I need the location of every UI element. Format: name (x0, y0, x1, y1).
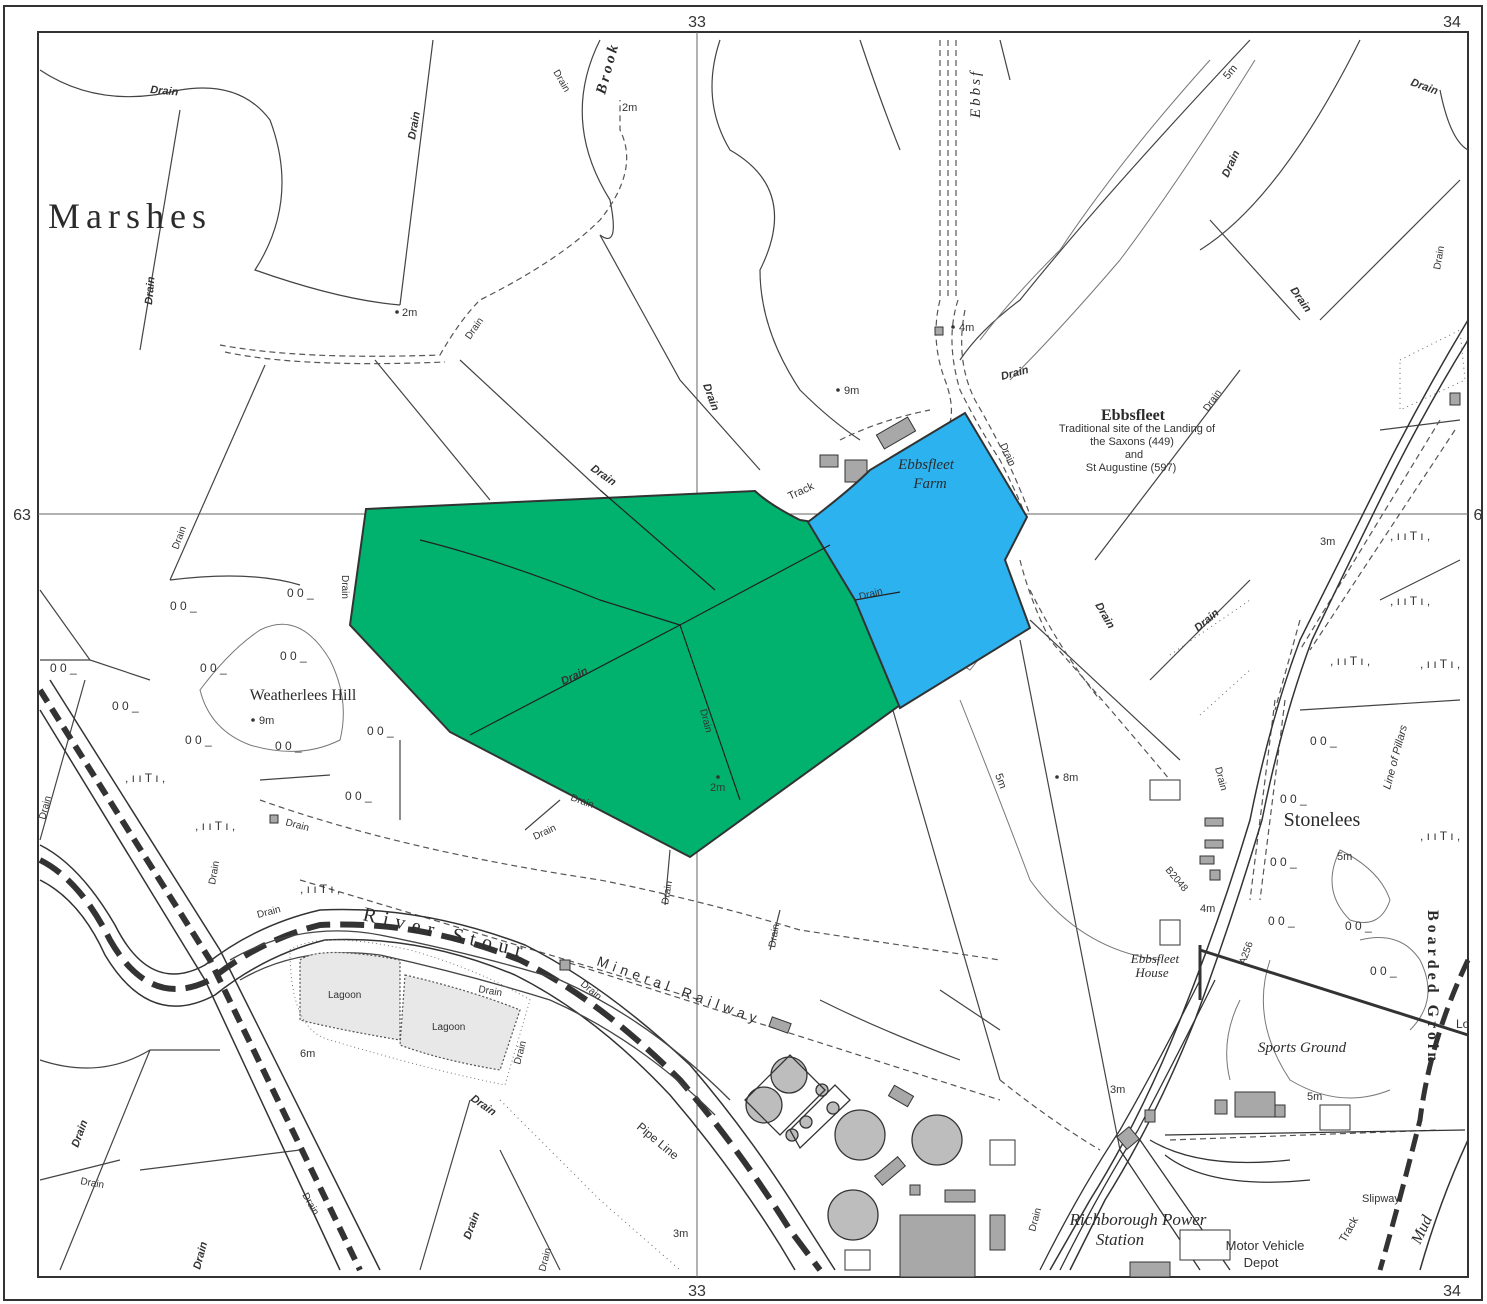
grid-label-bottom-34: 34 (1443, 1283, 1461, 1300)
svg-text:0 0 _: 0 0 _ (112, 699, 139, 713)
drain-label-28: Drain (660, 880, 675, 905)
label-ebbsfleet-note-4: St Augustine (597) (1086, 462, 1177, 474)
lagoons (289, 939, 531, 1086)
svg-text:, ı ı T ı ,: , ı ı T ı , (1390, 594, 1430, 608)
grid-label-left-63: 63 (13, 507, 31, 524)
label-slipway: Slipway (1362, 1193, 1400, 1205)
svg-text:0 0 _: 0 0 _ (200, 661, 227, 675)
height-5m-d: 5m (1307, 1091, 1322, 1103)
drain-label-26: Drain (207, 860, 222, 885)
svg-text:, ı ı T ı ,: , ı ı T ı , (125, 771, 165, 785)
height-9m-a: 9m (844, 385, 859, 397)
svg-text:, ı ı T ı ,: , ı ı T ı , (1420, 657, 1460, 671)
height-2m-b: 2m (622, 102, 637, 114)
label-motor-depot-1: Motor Vehicle (1226, 1238, 1305, 1253)
label-richborough-1: Richborough Power (1069, 1210, 1207, 1229)
height-6m: 6m (300, 1048, 315, 1060)
drain-label-36: Drain (79, 1176, 104, 1191)
svg-text:0 0 _: 0 0 _ (275, 739, 302, 753)
height-4m-a: 4m (959, 322, 974, 334)
label-lo: Lo (1456, 1017, 1470, 1031)
svg-text:0 0 _: 0 0 _ (280, 649, 307, 663)
drain-label-9: Drain (339, 575, 350, 599)
svg-text:, ı ı T ı ,: , ı ı T ı , (300, 882, 340, 896)
label-marshes: Marshes (48, 196, 212, 236)
contour-lines (199, 59, 1429, 1099)
drain-label-15: Drain (1432, 245, 1447, 270)
svg-text:0 0 _: 0 0 _ (1280, 792, 1307, 806)
label-ebbsfleet-note-1: Traditional site of the Landing of (1059, 423, 1216, 435)
blue-area (806, 411, 1032, 710)
drain-label-1: Drain (150, 84, 179, 98)
label-ebbsfleet-house-1: Ebbsfleet (1130, 951, 1180, 966)
svg-text:0 0 _: 0 0 _ (1370, 964, 1397, 978)
dotted-areas (499, 329, 1466, 1271)
label-sports-ground: Sports Ground (1258, 1040, 1347, 1056)
label-motor-depot-2: Depot (1244, 1255, 1279, 1270)
label-ebbsfleet-note-2: the Saxons (449) (1090, 436, 1174, 448)
height-3m-c: 3m (673, 1228, 688, 1240)
height-4m-b: 4m (1200, 903, 1215, 915)
svg-text:0 0 _: 0 0 _ (367, 724, 394, 738)
height-8m: 8m (1063, 772, 1078, 784)
svg-text:0 0 _: 0 0 _ (345, 789, 372, 803)
height-9m-b: 9m (259, 715, 274, 727)
drain-label-3: Drain (143, 276, 157, 305)
svg-text:0 0 _: 0 0 _ (1310, 734, 1337, 748)
height-3m-a: 3m (1320, 536, 1335, 548)
svg-text:0 0 _: 0 0 _ (185, 733, 212, 747)
svg-text:0 0 _: 0 0 _ (1270, 855, 1297, 869)
label-stonelees: Stonelees (1284, 809, 1361, 831)
label-richborough-2: Station (1096, 1230, 1144, 1249)
svg-text:0 0 _: 0 0 _ (50, 661, 77, 675)
svg-text:, ı ı T ı ,: , ı ı T ı , (195, 819, 235, 833)
label-lagoon-1: Lagoon (328, 990, 361, 1001)
height-2m-a: 2m (402, 307, 417, 319)
svg-text:0 0 _: 0 0 _ (1268, 914, 1295, 928)
power-station-tanks (744, 1054, 963, 1241)
map-neatline (37, 31, 1469, 1278)
drains-inside-areas (419, 489, 901, 801)
height-2m-c: 2m (710, 782, 725, 794)
height-5m-b: 5m (992, 772, 1009, 790)
label-ebbsfleet-farm-1: Ebbsfleet (897, 457, 955, 473)
svg-text:, ı ı T ı ,: , ı ı T ı , (1420, 829, 1460, 843)
label-ebbsfleet: Ebbsfleet (1101, 407, 1166, 424)
label-boarded-groin: Boarded Groin (1424, 910, 1441, 1065)
outer-frame (3, 5, 1483, 1301)
marsh-symbols: 0 0 _ 0 0 _ 0 0 _ 0 0 _ 0 0 _ 0 0 _ 0 0 … (50, 529, 1460, 978)
grid-label-top-33: 33 (688, 14, 706, 31)
label-ebbsfleet-house-2: House (1134, 965, 1168, 980)
svg-text:, ı ı T ı ,: , ı ı T ı , (1390, 529, 1430, 543)
buildings (269, 326, 1461, 1278)
label-ebbsfleet-note-3: and (1125, 449, 1143, 461)
drain-label-2: Drain (406, 110, 423, 140)
svg-text:, ı ı T ı ,: , ı ı T ı , (1330, 654, 1370, 668)
label-weatherlees-hill: Weatherlees Hill (250, 687, 357, 704)
svg-text:0 0 _: 0 0 _ (170, 599, 197, 613)
spot-heights: 2m 2m 4m 9m 9m 2m 8m 3m 4m 3m 6m 3m 5m 5… (251, 63, 1352, 1240)
grid-label-right-6: 6 (1474, 507, 1483, 524)
label-ebbsfleet-vertical: Ebbsf (968, 69, 984, 119)
height-3m-b: 3m (1110, 1084, 1125, 1096)
svg-text:0 0 _: 0 0 _ (287, 586, 314, 600)
grid-label-bottom-33: 33 (688, 1283, 706, 1300)
field-boundaries (39, 39, 1469, 1271)
svg-text:0 0 _: 0 0 _ (1345, 919, 1372, 933)
label-lagoon-2: Lagoon (432, 1022, 465, 1033)
grid-label-top-34: 34 (1443, 14, 1461, 31)
drain-label-31: Drain (477, 984, 502, 999)
drain-label-30: Drain (767, 923, 782, 948)
label-ebbsfleet-farm-2: Farm (912, 476, 947, 492)
green-area (348, 489, 902, 859)
height-5m-c: 5m (1337, 851, 1352, 863)
